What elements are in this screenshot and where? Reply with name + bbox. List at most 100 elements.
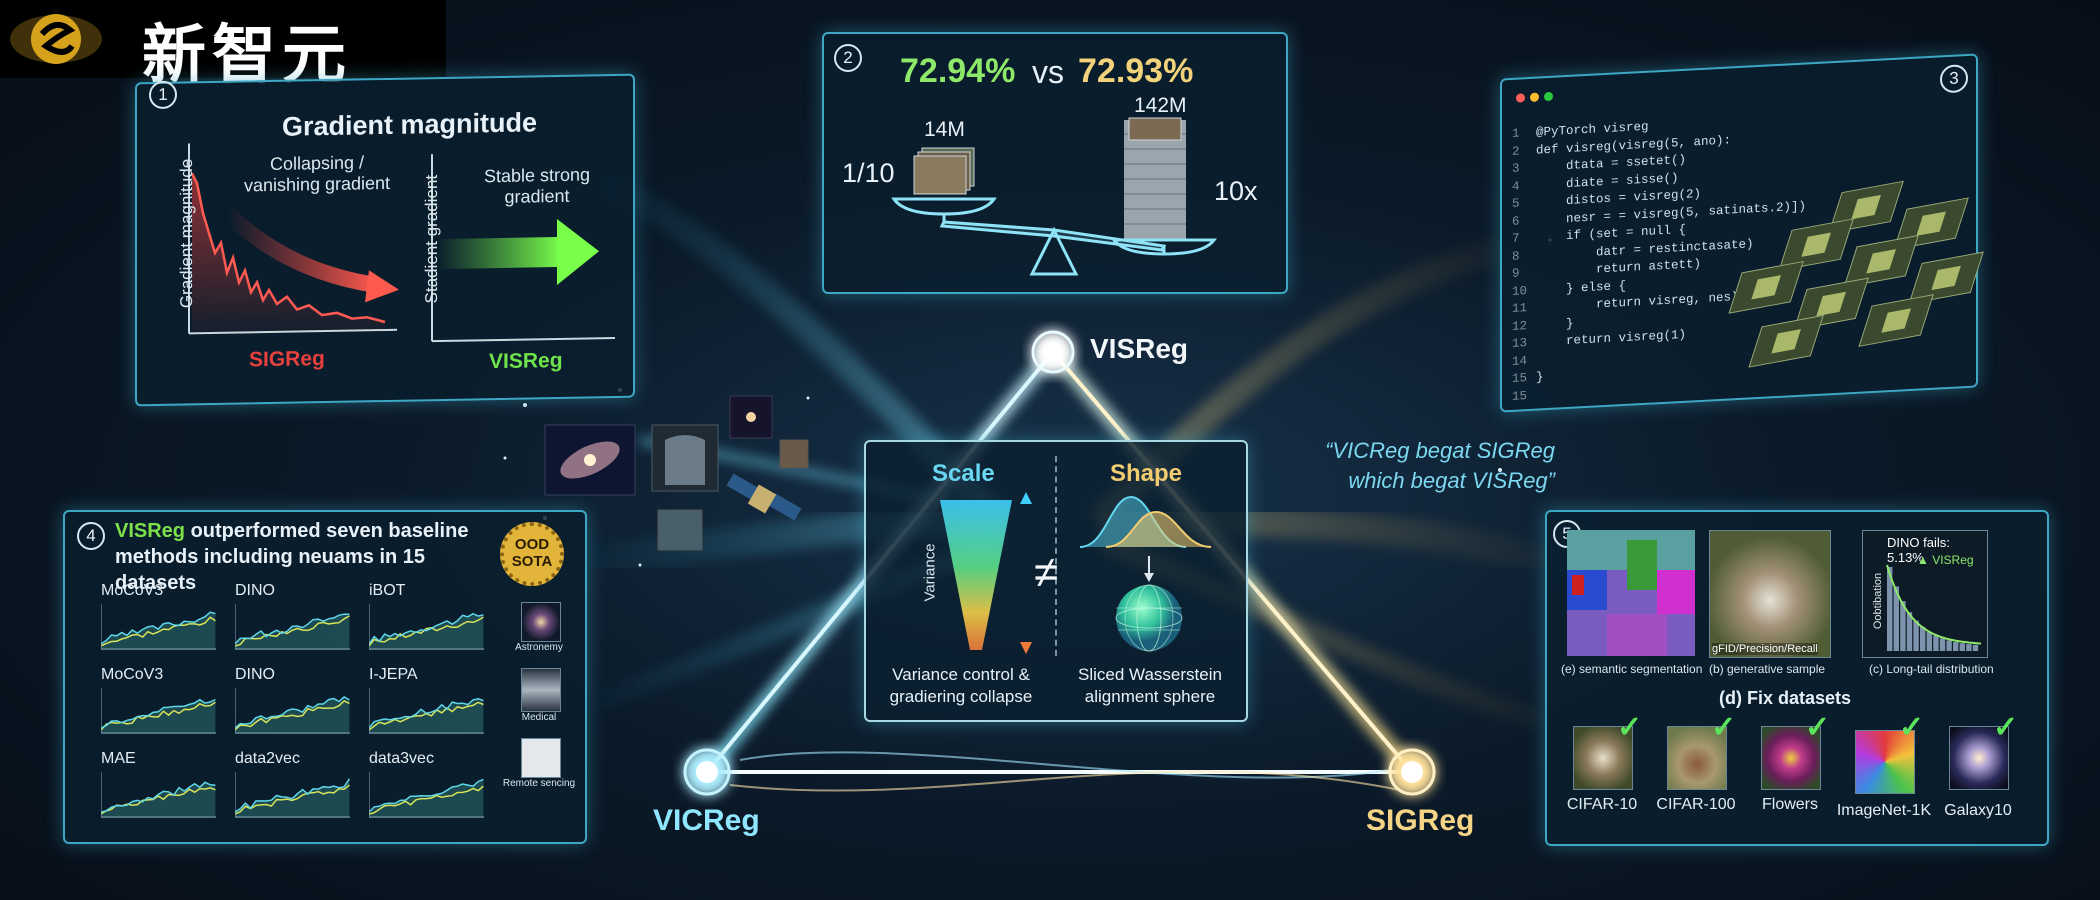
mini-chart-axes <box>369 604 484 650</box>
scale-title: Scale <box>932 460 995 487</box>
right-accuracy: 72.93% <box>1078 52 1194 90</box>
mini-chart: MAE <box>101 750 216 818</box>
dataset-name: ImageNet-1K <box>1836 802 1932 819</box>
check-icon: ✓ <box>1899 711 1925 744</box>
panel-benchmarks: 4 VISReg outperformed seven baseline met… <box>63 510 587 844</box>
dataset-thumb <box>1855 730 1915 794</box>
mini-chart-title: data3vec <box>369 750 434 767</box>
longtail-bar <box>1906 612 1913 651</box>
vertex-sigreg <box>1388 748 1436 796</box>
mini-chart-axes <box>101 688 216 734</box>
window-dot-green <box>1544 91 1553 102</box>
mini-chart-plot <box>101 772 216 818</box>
dataset-name: CIFAR-100 <box>1656 796 1736 813</box>
right-x-axis <box>432 336 615 343</box>
quote: “VICReg begat SIGReg which begat VISReg” <box>1275 436 1555 496</box>
mini-chart-title: I-JEPA <box>369 666 418 683</box>
mini-chart-line-visreg <box>369 778 484 813</box>
sigreg-line <box>190 172 386 324</box>
caption-longtail: (c) Long-tail distribution <box>1869 662 1994 676</box>
logo-mark-icon <box>10 14 102 64</box>
mini-chart-title: data2vec <box>235 750 300 767</box>
mini-chart-title: MoCoV3 <box>101 666 164 683</box>
center-scale-shape-box: Scale Shape Variance ≠ Variance control … <box>864 440 1248 722</box>
alignment-sphere <box>1116 585 1182 651</box>
check-icon: ✓ <box>1805 711 1831 744</box>
longtail-bar <box>1913 620 1919 651</box>
mini-chart-title: DINO <box>235 666 275 683</box>
mini-chart-plot <box>369 688 484 734</box>
mini-chart-title: MoCoV3 <box>101 582 164 599</box>
collapsing-arrowhead <box>365 270 399 303</box>
mini-chart-line-visreg <box>369 612 484 645</box>
mini-chart-line-baseline <box>235 615 350 647</box>
mini-chart-line-baseline <box>235 700 350 731</box>
gpu-chip <box>1728 260 1804 314</box>
mini-chart-axes <box>235 772 350 818</box>
mini-chart-title: MAE <box>101 750 136 767</box>
side-label-astronomy: Astronemy <box>515 642 563 653</box>
longtail-bar <box>1887 567 1893 651</box>
left-accuracy: 72.94% <box>900 52 1016 90</box>
panel-applications: 5 (e) semantic segmentation gFID/Precisi… <box>1545 510 2049 846</box>
mini-chart-plot <box>235 688 350 734</box>
line-number: 13 <box>1512 336 1528 351</box>
variance-arrow-down <box>1020 642 1032 654</box>
line-number: 3 <box>1512 161 1520 176</box>
quote-line1: “VICReg begat SIGReg <box>1325 438 1555 463</box>
window-dot-red <box>1516 93 1525 103</box>
line-number: 9 <box>1512 266 1520 281</box>
dataset-thumb <box>1573 726 1633 790</box>
caption-segmentation: (e) semantic segmentation <box>1561 662 1703 676</box>
line-number: 4 <box>1512 179 1520 194</box>
code-text: } else { <box>1536 278 1627 298</box>
floating-xray-image <box>651 424 719 492</box>
visreg-curve <box>1886 564 1982 645</box>
panel4-title-highlight: VISReg <box>115 520 186 542</box>
quote-line2: which begat VISReg” <box>1348 468 1555 493</box>
collapsing-arrow <box>221 206 379 294</box>
code-text: } <box>1536 316 1574 333</box>
line-number: 14 <box>1512 353 1528 369</box>
panel1-charts <box>188 143 615 343</box>
gpu-chip <box>1748 314 1824 368</box>
hist-legend: ▲ VISReg <box>1917 553 1974 567</box>
vertex-visreg <box>1031 330 1075 374</box>
gpu-chip <box>1793 277 1869 331</box>
mini-chart-axes <box>369 688 484 734</box>
distribution-gold <box>1105 510 1212 548</box>
generative-sample-image: gFID/Precision/Recall <box>1709 530 1831 658</box>
mini-chart-area <box>101 612 216 650</box>
vertex-label-visreg: VISReg <box>1090 333 1189 364</box>
visreg-label: VISReg <box>489 348 563 374</box>
mini-chart-line-baseline <box>235 784 350 815</box>
collapsing-note: Collapsing / vanishing gradient <box>243 152 391 196</box>
floating-galaxy-image <box>544 424 636 496</box>
gpu-chip <box>1908 251 1984 305</box>
side-label-medical: Medical <box>521 712 557 723</box>
mini-chart-axes <box>101 604 216 650</box>
check-icon: ✓ <box>1617 711 1643 744</box>
panel4-title-rest: outperformed seven baseline <box>185 520 469 542</box>
side-item-medical: Medical <box>509 668 569 723</box>
mini-chart-area <box>101 782 216 818</box>
gpu-chip <box>1858 294 1934 347</box>
longtail-bar <box>1920 627 1926 651</box>
mini-chart-axes <box>235 604 350 650</box>
mini-chart: data3vec <box>369 750 484 818</box>
stable-arrow <box>437 236 562 270</box>
mini-chart-axes <box>235 688 350 734</box>
mini-chart-line-visreg <box>235 613 350 645</box>
small-image-stack <box>913 147 975 195</box>
dataset-thumb <box>1761 726 1821 790</box>
shape-caption: Sliced Wasserstein alignment sphere <box>1078 665 1222 706</box>
left-ratio: 1/10 <box>842 158 895 188</box>
sigreg-area <box>192 173 385 334</box>
left-y-axis-label: Gradient magnitude <box>177 158 196 309</box>
dataset-name: CIFAR-10 <box>1566 796 1638 813</box>
scale-frame <box>891 197 1217 276</box>
mini-chart-area <box>235 614 350 650</box>
medical-thumb <box>521 668 561 712</box>
sigreg-label: SIGReg <box>249 347 325 372</box>
